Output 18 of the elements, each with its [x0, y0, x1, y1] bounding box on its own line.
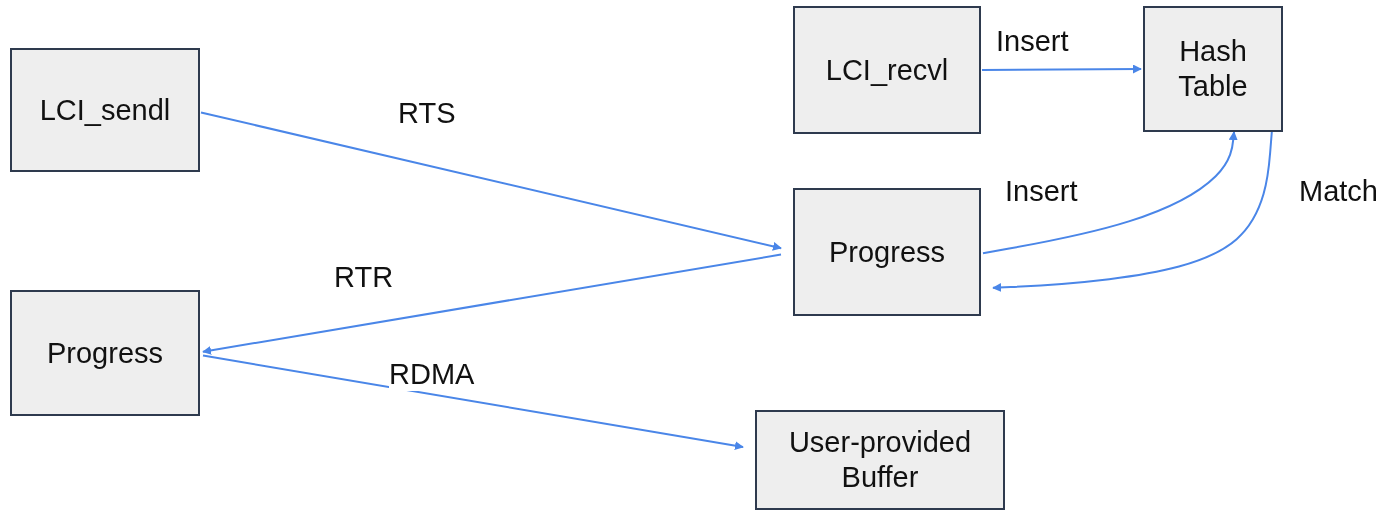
- arrow: [992, 131, 1273, 292]
- process-box: [793, 188, 981, 316]
- arrow: [202, 354, 744, 451]
- box-label: LCI_recvl: [825, 52, 949, 88]
- process-box: [793, 6, 981, 134]
- process-box: [10, 48, 200, 172]
- box-label: LCI_sendl: [39, 92, 171, 128]
- process-box: [755, 410, 1005, 510]
- box-label: User-provided Buffer: [787, 425, 973, 495]
- arrow: [200, 111, 782, 251]
- arrow: [202, 253, 782, 355]
- box-label: Hash Table: [1177, 34, 1249, 104]
- process-box: [10, 290, 200, 416]
- box-label: Progress: [828, 234, 945, 270]
- process-box: [1143, 6, 1283, 132]
- arrow: [982, 131, 1238, 255]
- arrow: [981, 64, 1142, 74]
- box-label: Progress: [46, 335, 163, 371]
